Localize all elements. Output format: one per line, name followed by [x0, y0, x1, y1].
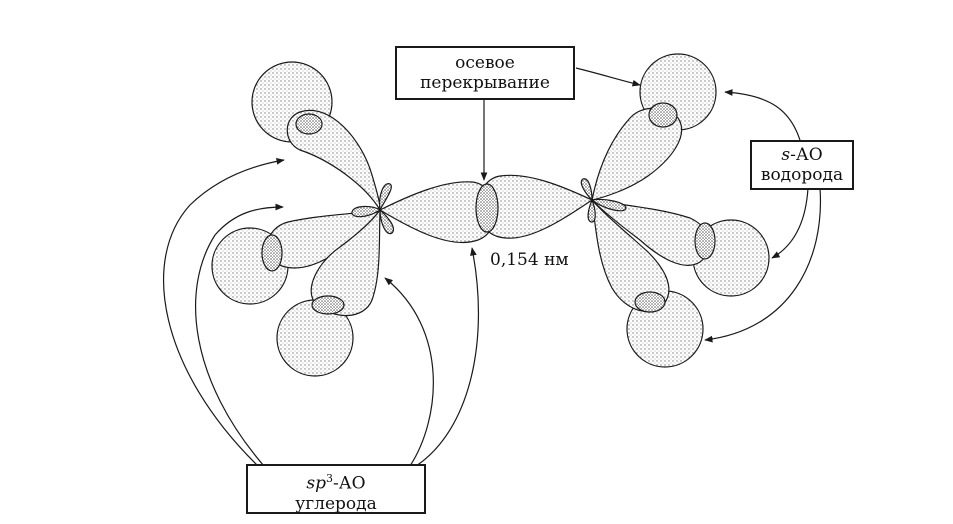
label-s-ao-line2: водорода [760, 165, 844, 185]
label-sp3-ao-prefix: sp [306, 473, 327, 494]
sp3-back-lobe-left-2 [379, 183, 392, 213]
sp3-back-lobe-left-1 [351, 205, 382, 218]
label-s-ao-prefix: s [781, 145, 791, 165]
overlap-region-cc-axial [475, 183, 499, 233]
right-carbon-group [580, 53, 770, 368]
cc-bond-group [378, 174, 594, 244]
label-axial-overlap: осевое перекрывание [395, 46, 575, 100]
label-sp3-ao-suffix: -АО [333, 473, 366, 494]
label-axial-overlap-line1: осевое [455, 53, 515, 73]
sp3-lobe-right-mid [590, 199, 711, 266]
arrow-overlap-to-right-h [575, 67, 641, 87]
sp3-back-lobe-right-2 [580, 178, 593, 202]
label-s-ao-hydrogen: s-АО водорода [750, 140, 854, 190]
bond-length-label: 0,154 нм [490, 250, 569, 270]
sp3-back-lobe-right-1 [590, 198, 627, 212]
overlap-region-left-mid [261, 234, 283, 272]
label-sp3-ao-sup: 3 [326, 472, 334, 485]
overlap-region-right-bottom [634, 291, 666, 313]
label-sp3-ao-line1: sp3-АО [248, 469, 424, 494]
label-s-ao-line1: s-АО [752, 145, 852, 165]
label-axial-overlap-line2: перекрывание [420, 73, 550, 93]
sp3-lobe-right-upper [591, 107, 683, 201]
sp3-lobe-left-upper [286, 109, 381, 213]
arrow-sp3-to-cc-bond [415, 247, 480, 467]
arrow-sp3-to-left-upper [163, 157, 285, 467]
label-s-ao-suffix: -АО [790, 145, 823, 165]
arrow-s-ao-to-right-mid [771, 187, 809, 259]
sp3-back-lobe-right-3 [587, 198, 596, 223]
label-sp3-ao-carbon: sp3-АО углерода [246, 464, 426, 514]
arrow-s-ao-to-right-top [724, 89, 801, 141]
overlap-region-left-top [295, 113, 323, 135]
overlap-region-right-mid [694, 222, 716, 260]
sp3-back-lobe-left-3 [379, 208, 394, 235]
annotation-arrows [163, 67, 822, 467]
arrow-s-ao-to-right-bottom [704, 187, 822, 343]
overlap-region-left-bottom [311, 295, 345, 315]
left-carbon-group [211, 61, 394, 377]
arrow-sp3-to-left-mid [194, 203, 284, 467]
overlap-region-right-top [648, 102, 678, 128]
label-sp3-ao-line2: углерода [295, 493, 377, 514]
arrow-sp3-to-left-lower [384, 277, 434, 467]
